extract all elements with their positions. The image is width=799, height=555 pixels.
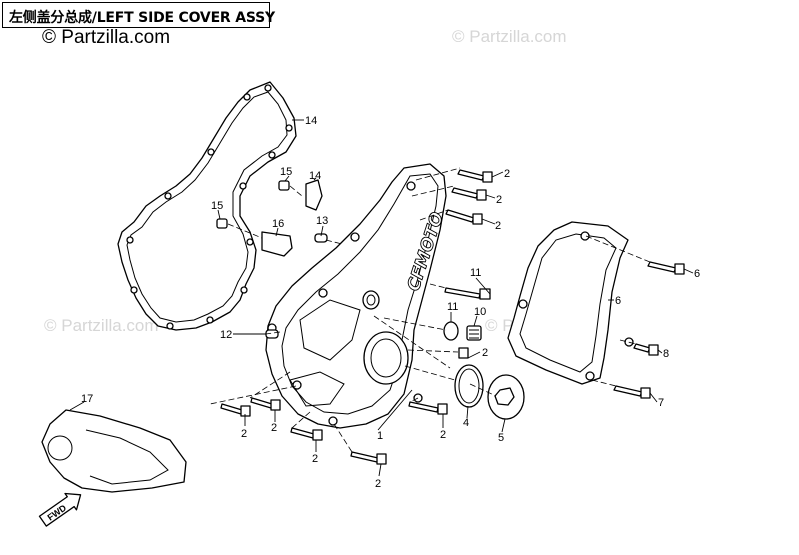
callout-11-lower: 12	[220, 329, 232, 341]
callout-2-top-c: 2	[495, 220, 501, 232]
callout-12: 14	[309, 170, 321, 182]
washer-part-9	[443, 321, 459, 341]
plug-part-8	[466, 325, 482, 341]
guard-part-17	[41, 409, 187, 493]
callout-17: 17	[81, 393, 93, 405]
cover-plate-part-5	[507, 221, 634, 385]
diagram-title-box: 左侧盖分总成/LEFT SIDE COVER ASSY	[2, 2, 275, 28]
callout-2-left-b: 2	[271, 422, 277, 434]
callout-6-bottom: 7	[658, 397, 664, 409]
callout-2-center: 2	[312, 453, 318, 465]
callout-4: 5	[498, 432, 504, 444]
plug-part-4	[487, 374, 525, 420]
o-ring-part-3	[454, 364, 484, 408]
callout-3: 4	[463, 417, 469, 429]
left-side-cover-part-1: CFMOTO	[265, 163, 448, 429]
callout-2-left-a: 2	[241, 428, 247, 440]
callout-2-top-a: 2	[504, 168, 510, 180]
callout-2-top-b: 2	[496, 194, 502, 206]
diagram-title: 左侧盖分总成/LEFT SIDE COVER ASSY	[9, 10, 275, 26]
callout-7: 8	[663, 348, 669, 360]
clip-part-12	[305, 179, 323, 211]
forward-direction-arrow: FWD	[38, 492, 82, 527]
callout-14: 14	[305, 115, 317, 127]
callout-10: 11	[470, 267, 481, 279]
leader-lines	[69, 119, 694, 477]
copyright-notice: © Partzilla.com	[42, 27, 171, 48]
bolt-group	[216, 169, 685, 465]
callout-16: 16	[272, 218, 284, 230]
watermark-left: © Partzilla.com	[44, 316, 159, 335]
watermark-top: © Partzilla.com	[452, 27, 567, 46]
callout-2-right-bottom: 2	[440, 429, 446, 441]
callout-1: 1	[377, 430, 383, 442]
alignment-lines	[209, 167, 651, 453]
gasket-part-14	[117, 81, 297, 331]
bracket-part-16	[261, 231, 293, 257]
callout-8: 10	[474, 306, 486, 318]
callout-5: 6	[615, 295, 621, 307]
o-ring-part-3-inner	[458, 368, 480, 404]
callout-13: 15	[280, 166, 292, 178]
callout-6-top: 6	[694, 268, 700, 280]
callout-11-upper: 13	[316, 215, 328, 227]
callout-2-mid: 2	[482, 347, 488, 359]
callout-2-bottom: 2	[375, 478, 381, 490]
callout-15: 15	[211, 200, 223, 212]
callout-9: 11	[447, 301, 458, 313]
